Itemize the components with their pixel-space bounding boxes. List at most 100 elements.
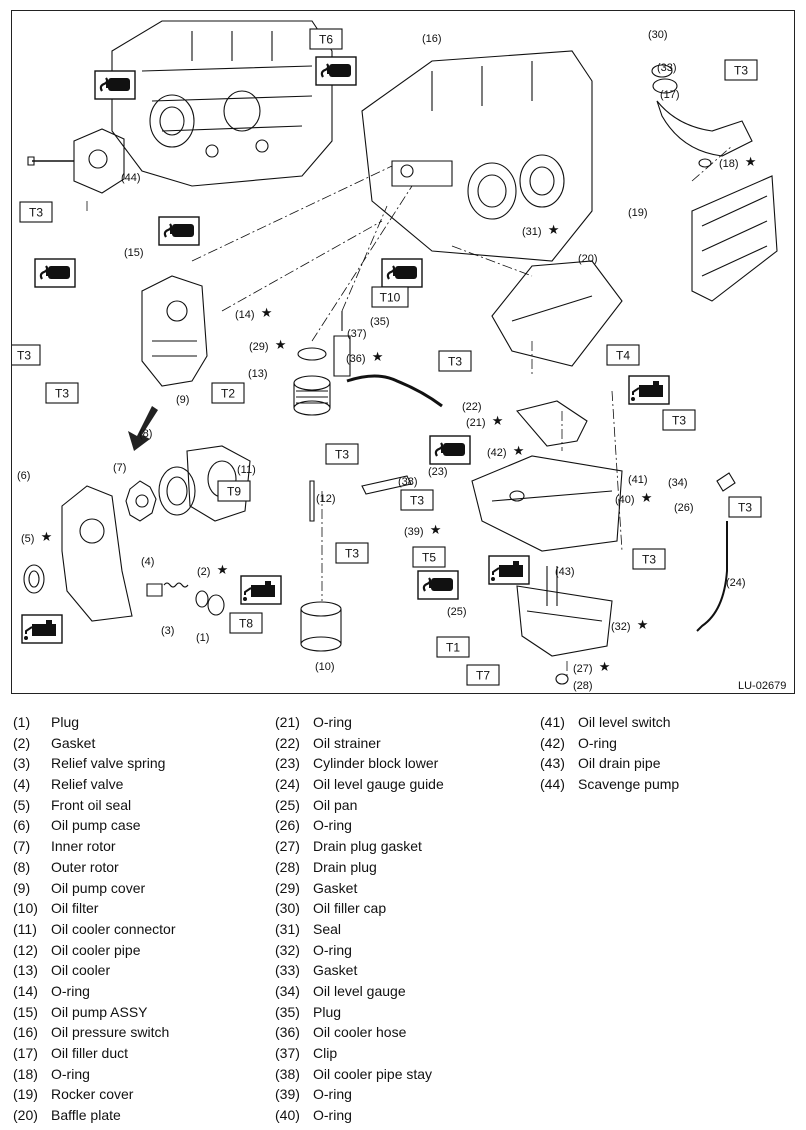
legend-item: (19)Rocker cover bbox=[13, 1084, 263, 1105]
star-mark: ★ bbox=[372, 350, 384, 365]
part-callout: (44) bbox=[121, 172, 141, 184]
legend-part-name: Oil level gauge bbox=[313, 982, 406, 999]
legend-item: (10)Oil filter bbox=[13, 898, 263, 919]
legend-item: (31)Seal bbox=[275, 919, 530, 940]
legend-part-name: Oil filler cap bbox=[313, 900, 387, 917]
legend-part-name: Clip bbox=[313, 1045, 338, 1061]
oil-icon bbox=[628, 375, 670, 405]
legend-number: (21) bbox=[275, 714, 300, 730]
legend-number: (15) bbox=[13, 1003, 38, 1020]
legend-item: (29)Gasket bbox=[275, 878, 530, 899]
oil-icon bbox=[21, 614, 63, 644]
torque-box: T8 bbox=[229, 612, 263, 634]
legend-number: (4) bbox=[13, 776, 31, 793]
torque-box: T3 bbox=[335, 542, 369, 564]
part-callout: (18) bbox=[719, 158, 739, 170]
svg-text:T4: T4 bbox=[616, 349, 630, 363]
star-mark: ★ bbox=[41, 530, 53, 545]
legend-item: (30) Oil filler cap bbox=[275, 898, 530, 919]
legend-item: (18)O-ring bbox=[13, 1064, 263, 1085]
legend-part-name: Relief valve spring bbox=[51, 755, 166, 772]
legend-column-1: (1)Plug(2)Gasket(3)Relief valve spring(4… bbox=[13, 712, 263, 1126]
legend-part-name: O-ring bbox=[51, 1065, 90, 1082]
legend-number: (30) bbox=[275, 900, 300, 917]
svg-text:T3: T3 bbox=[17, 349, 31, 363]
part-callout: (14) bbox=[235, 309, 255, 321]
legend-item: (37)Clip bbox=[275, 1043, 530, 1064]
legend-number: (39) bbox=[275, 1086, 300, 1103]
torque-box: T2 bbox=[211, 382, 245, 404]
torque-box: T3 bbox=[400, 489, 434, 511]
part-callout: (15) bbox=[124, 247, 144, 259]
sealant-icon bbox=[93, 69, 137, 101]
legend-part-name: O-ring bbox=[51, 982, 90, 999]
part-callout: (28) bbox=[573, 680, 593, 692]
part-callout: (23) bbox=[428, 466, 448, 478]
legend-part-name: O-ring bbox=[313, 714, 352, 730]
part-callout: (35) bbox=[370, 316, 390, 328]
legend-part-name: Plug bbox=[51, 714, 80, 730]
legend-item: (14)O-ring bbox=[13, 981, 263, 1002]
torque-box: T3 bbox=[438, 350, 472, 372]
part-callout: (31) bbox=[522, 226, 542, 238]
legend-item: (40)O-ring bbox=[275, 1105, 530, 1126]
svg-text:T3: T3 bbox=[29, 206, 43, 220]
oil-pump-case bbox=[61, 485, 133, 622]
torque-box: T3 bbox=[662, 409, 696, 431]
part-callout: (38) bbox=[398, 476, 418, 488]
legend-part-name: Oil pressure switch bbox=[51, 1024, 170, 1041]
legend-item: (33)Gasket bbox=[275, 960, 530, 981]
legend-part-name: Oil pump ASSY bbox=[51, 1003, 148, 1020]
part-callout: (20) bbox=[578, 253, 598, 265]
star-mark: ★ bbox=[599, 660, 611, 675]
legend-item: (36) Oil cooler hose bbox=[275, 1022, 530, 1043]
legend-part-name: Oil filler duct bbox=[51, 1045, 129, 1061]
legend-part-name: Inner rotor bbox=[51, 838, 116, 855]
legend-item: (13)Oil cooler bbox=[13, 960, 263, 981]
legend-item: (4) Relief valve bbox=[13, 774, 263, 795]
legend-number: (33) bbox=[275, 962, 300, 979]
legend-part-name: Baffle plate bbox=[51, 1107, 121, 1124]
torque-box: T10 bbox=[371, 286, 409, 308]
legend-number: (36) bbox=[275, 1024, 300, 1041]
legend-part-name: Gasket bbox=[313, 879, 358, 896]
cylinder-block-lower bbox=[471, 455, 623, 552]
legend-item: (35)Plug bbox=[275, 1002, 530, 1023]
sealant-icon bbox=[380, 257, 424, 289]
svg-text:T6: T6 bbox=[319, 33, 333, 47]
torque-box: T3 bbox=[45, 382, 79, 404]
legend-part-name: O-ring bbox=[313, 941, 352, 958]
legend-item: (28)Drain plug bbox=[275, 857, 530, 878]
legend-number: (25) bbox=[275, 796, 300, 813]
svg-text:T3: T3 bbox=[55, 387, 69, 401]
legend-item: (38)Oil cooler pipe stay bbox=[275, 1064, 530, 1085]
torque-box: T5 bbox=[412, 546, 446, 568]
oil-icon bbox=[240, 575, 282, 605]
torque-box: T6 bbox=[309, 28, 343, 50]
oil-level-gauge bbox=[696, 472, 736, 632]
legend-number: (2) bbox=[13, 734, 31, 751]
part-callout: (9) bbox=[176, 394, 189, 406]
legend-item: (2)Gasket bbox=[13, 733, 263, 754]
legend-item: (17)Oil filler duct bbox=[13, 1043, 263, 1064]
part-callout: (3) bbox=[161, 625, 174, 637]
star-mark: ★ bbox=[275, 338, 287, 353]
baffle-plate bbox=[491, 260, 623, 367]
svg-text:T3: T3 bbox=[410, 494, 424, 508]
legend-part-name: Oil cooler hose bbox=[313, 1024, 407, 1041]
part-callout: (36) bbox=[346, 353, 366, 365]
star-mark: ★ bbox=[430, 523, 442, 538]
legend-part-name: Oil pump case bbox=[51, 817, 141, 834]
legend-item: (1)Plug bbox=[13, 712, 263, 733]
part-callout: (24) bbox=[726, 577, 746, 589]
part-callout: (39) bbox=[404, 526, 424, 538]
svg-text:T2: T2 bbox=[221, 387, 235, 401]
star-mark: ★ bbox=[261, 306, 273, 321]
legend-part-name: Relief valve bbox=[51, 776, 124, 793]
part-callout: (37) bbox=[347, 328, 367, 340]
scavenge-pump bbox=[27, 128, 125, 194]
part-callout: (13) bbox=[248, 368, 268, 380]
legend-part-name: Oil cooler connector bbox=[51, 920, 176, 937]
torque-box: T1 bbox=[436, 636, 470, 658]
